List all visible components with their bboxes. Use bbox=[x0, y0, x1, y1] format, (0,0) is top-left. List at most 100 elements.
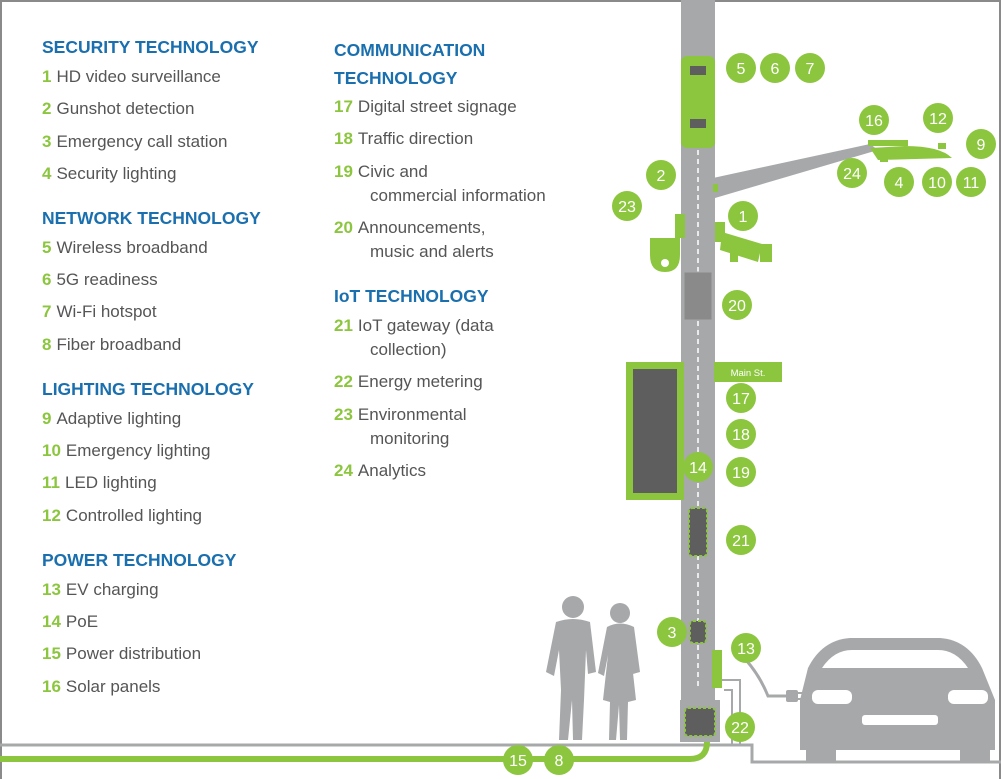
callout-circle bbox=[726, 53, 756, 83]
callout-10: 10 bbox=[922, 167, 952, 197]
category-title-lighting: LIGHTING TECHNOLOGY bbox=[42, 378, 254, 399]
item-number: 7 bbox=[42, 302, 52, 322]
item-label-continued: commercial information bbox=[370, 185, 546, 205]
callout-number: 1 bbox=[739, 209, 748, 226]
callout-21: 21 bbox=[726, 525, 756, 555]
callout-number: 5 bbox=[737, 61, 746, 78]
callout-circle bbox=[795, 53, 825, 83]
callout-14: 14 bbox=[683, 452, 713, 482]
category-title-security: SECURITY TECHNOLOGY bbox=[42, 37, 259, 57]
item-number: 10 bbox=[42, 441, 61, 461]
category-title-line: TECHNOLOGY bbox=[334, 68, 458, 88]
item-number: 2 bbox=[42, 99, 52, 119]
callout-number: 14 bbox=[689, 460, 707, 477]
pedestrians-silhouette bbox=[546, 596, 640, 740]
callout-number: 13 bbox=[737, 641, 755, 658]
callout-circle bbox=[722, 290, 752, 320]
callout-circle bbox=[837, 158, 867, 188]
item-number: 6 bbox=[42, 270, 52, 290]
item-label: 5G readiness bbox=[56, 270, 158, 290]
item-number: 1 bbox=[42, 67, 52, 86]
item-label: Security lighting bbox=[56, 163, 177, 183]
callout-number: 11 bbox=[963, 175, 980, 192]
item-number: 18 bbox=[334, 129, 353, 149]
callout-1: 1 bbox=[728, 201, 758, 231]
category-title-line: COMMUNICATION bbox=[334, 40, 486, 60]
callout-9: 9 bbox=[966, 129, 996, 159]
callout-22: 22 bbox=[725, 712, 755, 742]
item-label: IoT gateway (data bbox=[357, 316, 494, 336]
security-cameras bbox=[650, 214, 772, 272]
item-label: Wi-Fi hotspot bbox=[56, 302, 157, 322]
callout-number: 10 bbox=[928, 175, 946, 192]
callout-number: 17 bbox=[732, 391, 750, 408]
callout-4: 4 bbox=[884, 167, 914, 197]
callout-15: 15 bbox=[503, 745, 533, 775]
item-number: 17 bbox=[334, 97, 353, 116]
digital-signage bbox=[626, 362, 684, 500]
callout-number: 9 bbox=[977, 137, 986, 154]
speaker-unit bbox=[683, 271, 713, 321]
callout-number: 24 bbox=[843, 166, 861, 183]
callout-circle bbox=[503, 745, 533, 775]
item-number: 15 bbox=[42, 644, 61, 664]
item-number: 16 bbox=[42, 676, 61, 696]
callout-5: 5 bbox=[726, 53, 756, 83]
item-label-continued: collection) bbox=[370, 340, 447, 360]
callout-circle bbox=[726, 419, 756, 449]
callout-23: 23 bbox=[612, 191, 642, 221]
item-label: Civic and bbox=[357, 161, 428, 181]
item-label: Digital street signage bbox=[357, 97, 517, 116]
category-title-communication: COMMUNICATION TECHNOLOGY bbox=[334, 36, 604, 92]
callout-circle bbox=[731, 633, 761, 663]
callout-18: 18 bbox=[726, 419, 756, 449]
item-label: Environmental bbox=[357, 404, 467, 424]
category-title-iot: IoT TECHNOLOGY bbox=[334, 286, 489, 307]
item-label: Power distribution bbox=[65, 644, 202, 664]
item-label: Emergency call station bbox=[56, 131, 228, 151]
item-label: Gunshot detection bbox=[56, 99, 195, 119]
callout-13: 13 bbox=[731, 633, 761, 663]
item-label: Controlled lighting bbox=[65, 505, 203, 525]
item-label: Wireless broadband bbox=[56, 237, 208, 257]
callout-circle bbox=[956, 167, 986, 197]
callout-circle bbox=[922, 167, 952, 197]
item-label: Announcements, bbox=[357, 217, 486, 237]
network-enclosure bbox=[681, 56, 715, 148]
fiber-power-line bbox=[0, 720, 710, 762]
callout-circle bbox=[923, 103, 953, 133]
item-number: 13 bbox=[42, 579, 61, 599]
callout-number: 19 bbox=[732, 465, 750, 482]
callout-number: 18 bbox=[732, 427, 750, 444]
item-label: Emergency lighting bbox=[65, 441, 211, 461]
callout-circle bbox=[728, 201, 758, 231]
item-label: HD video surveillance bbox=[56, 67, 221, 86]
item-label: PoE bbox=[65, 611, 99, 631]
callout-circle bbox=[884, 167, 914, 197]
callout-circle bbox=[657, 617, 687, 647]
